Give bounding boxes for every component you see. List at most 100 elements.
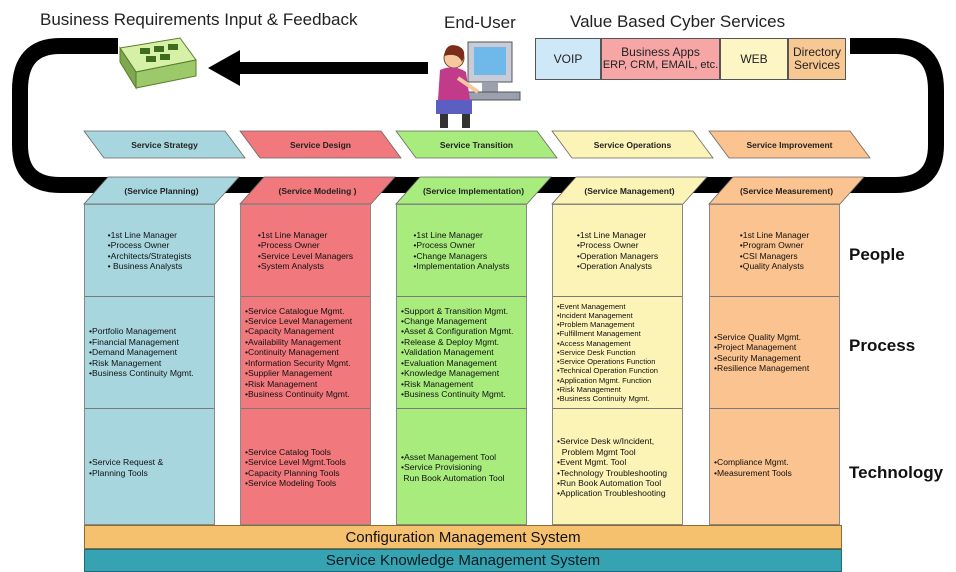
list-item: •Business Continuity Mgmt. — [401, 388, 506, 399]
list-item: •Service Request & — [89, 457, 164, 468]
list-item: •1st Line Manager — [576, 229, 647, 240]
service-directory-line1: Directory — [792, 45, 841, 59]
technology-list: •Service Desk w/Incident, Problem Mgmt T… — [557, 436, 667, 498]
service-directory: Directory Services — [788, 38, 846, 80]
list-item: •Process Owner — [107, 240, 170, 251]
list-item: •Process Owner — [257, 240, 320, 251]
list-item: •Support & Transition Mgmt. — [401, 305, 509, 316]
list-item: •1st Line Manager — [739, 229, 810, 240]
list-item: •Quality Analysts — [739, 260, 804, 271]
list-item: •Security Management — [714, 352, 801, 363]
end-user-label: End-User — [444, 13, 516, 32]
list-item: •Project Management — [714, 342, 797, 353]
stage-subtitle-chevron — [83, 176, 240, 205]
process-list: •Service Quality Mgmt.•Project Managemen… — [714, 332, 809, 374]
list-item: Problem Mgmt Tool — [557, 446, 636, 457]
list-item: •Planning Tools — [89, 467, 148, 478]
list-item: •Business Continuity Mgmt. — [245, 388, 350, 399]
list-item: •Technology Troubleshooting — [557, 467, 668, 478]
people-list: •1st Line Manager•Process Owner•Operatio… — [577, 230, 658, 272]
list-item: •Risk Management — [245, 378, 318, 389]
list-item: •Service Desk Function — [557, 347, 636, 357]
list-item: •System Analysts — [257, 260, 324, 271]
list-item: •Capacity Management — [245, 326, 334, 337]
cell-people: •1st Line Manager•Process Owner•Change M… — [397, 205, 526, 297]
cell-process: •Support & Transition Mgmt.•Change Manag… — [397, 297, 526, 409]
list-item: Run Book Automation Tool — [401, 472, 505, 483]
row-label-people: People — [849, 245, 905, 264]
list-item: •1st Line Manager — [413, 229, 483, 240]
stage-title-chevron — [551, 130, 714, 159]
service-business-apps-label: Business Apps — [621, 45, 700, 59]
list-item: •CSI Managers — [739, 250, 798, 261]
cell-people: •1st Line Manager•Process Owner•Operatio… — [553, 205, 682, 297]
service-voip-label: VOIP — [553, 51, 583, 66]
list-item: •Resilience Management — [714, 362, 810, 373]
list-item: •Service Level Management — [245, 316, 353, 327]
row-label-technology: Technology — [849, 463, 944, 482]
list-item: •Service Level Managers — [257, 250, 354, 261]
cell-technology: •Service Request &•Planning Tools — [85, 409, 214, 526]
list-item: •Implementation Analysts — [413, 260, 510, 271]
cell-technology: •Asset Management Tool•Service Provision… — [397, 409, 526, 526]
lifecycle-label: ESM Service Lifecycle — [390, 157, 555, 174]
list-item: •Portfolio Management — [89, 326, 177, 337]
list-item: •Event Mgmt. Tool — [557, 457, 627, 468]
list-item: •Process Owner — [576, 240, 639, 251]
cell-people: •1st Line Manager•Process Owner•Architec… — [85, 205, 214, 297]
list-item: •Service Desk w/Incident, — [557, 436, 655, 447]
stage-title: Service Strategy — [131, 140, 198, 150]
list-item: •Continuity Management — [245, 347, 339, 358]
list-item: •Asset Management Tool — [401, 451, 497, 462]
cell-technology: •Service Desk w/Incident, Problem Mgmt T… — [553, 409, 682, 526]
stage-column: •1st Line Manager•Process Owner•Operatio… — [552, 204, 683, 525]
list-item: •Application Troubleshooting — [557, 488, 666, 499]
stage-subtitle-chevron — [551, 176, 708, 205]
list-item: •Risk Management — [89, 357, 162, 368]
list-item: •Service Level Mgmt.Tools — [245, 457, 346, 468]
list-item: •Measurement Tools — [714, 467, 792, 478]
list-item: •Service Catalogue Mgmt. — [245, 305, 345, 316]
business-requirements-title: Business Requirements Input & Feedback — [40, 10, 358, 29]
list-item: •Capacity Planning Tools — [245, 467, 340, 478]
service-business-apps: Business Apps ERP, CRM, EMAIL, etc. — [601, 38, 720, 80]
technology-list: •Service Request &•Planning Tools — [89, 457, 163, 478]
list-item: •Service Quality Mgmt. — [714, 331, 802, 342]
list-item: •Validation Management — [401, 347, 494, 358]
stage-column: •1st Line Manager•Program Owner•CSI Mana… — [709, 204, 840, 525]
row-label-process: Process — [849, 336, 916, 355]
technology-list: •Asset Management Tool•Service Provision… — [401, 452, 505, 483]
business-server-icon — [119, 37, 197, 90]
process-list: •Support & Transition Mgmt.•Change Manag… — [401, 306, 513, 400]
stage-title: Service Operations — [594, 140, 672, 150]
list-item: •Change Managers — [413, 250, 488, 261]
configuration-management-system-bar: Configuration Management System — [84, 525, 842, 549]
list-item: •1st Line Manager — [107, 229, 178, 240]
list-item: •Risk Management — [557, 384, 621, 394]
list-item: •Fulfillment Management — [557, 329, 641, 339]
process-list: •Service Catalogue Mgmt.•Service Level M… — [245, 306, 352, 400]
list-item: •Demand Management — [89, 347, 178, 358]
stage-title-chevron — [395, 130, 558, 159]
list-item: •Business Continuity Mgmt. — [89, 368, 194, 379]
service-directory-line2: Services — [793, 58, 840, 72]
list-item: •Run Book Automation Tool — [557, 477, 662, 488]
list-item: •Program Owner — [739, 240, 804, 251]
cell-technology: •Compliance Mgmt.•Measurement Tools — [710, 409, 839, 526]
list-item: •1st Line Manager — [257, 229, 328, 240]
stage-subtitle-chevron — [239, 176, 396, 205]
list-item: •Incident Management — [557, 311, 633, 321]
people-list: •1st Line Manager•Process Owner•Service … — [258, 230, 353, 272]
stage-subtitle: (Service Planning) — [124, 186, 198, 196]
technology-list: •Compliance Mgmt.•Measurement Tools — [714, 457, 792, 478]
technology-list: •Service Catalog Tools•Service Level Mgm… — [245, 447, 346, 489]
service-web: WEB — [720, 38, 788, 80]
stage-title: Service Design — [290, 140, 351, 150]
stage-subtitle-chevron — [708, 176, 865, 205]
service-knowledge-management-bar: Service Knowledge Management System — [84, 549, 842, 572]
service-business-apps-sub: ERP, CRM, EMAIL, etc. — [602, 59, 719, 71]
stage-title-chevron — [239, 130, 402, 159]
list-item: • Business Analysts — [107, 260, 183, 271]
process-list: •Event Management•Incident Management•Pr… — [557, 302, 658, 403]
